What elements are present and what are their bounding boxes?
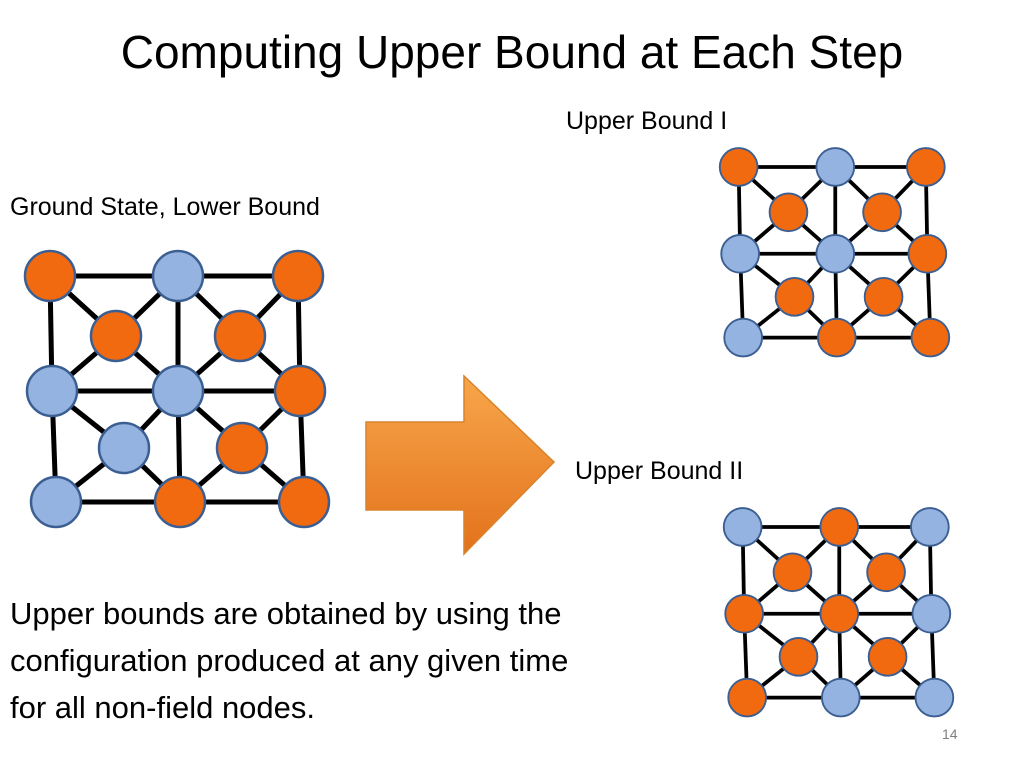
outer-node-orange bbox=[816, 317, 857, 358]
outer-node-orange bbox=[906, 147, 946, 187]
inner-node-orange bbox=[866, 552, 906, 593]
outer-node-orange bbox=[724, 593, 764, 634]
outer-node-blue bbox=[151, 364, 205, 418]
outer-node-orange bbox=[277, 475, 331, 529]
inner-node-orange bbox=[213, 309, 267, 363]
inner-node-orange bbox=[778, 637, 819, 677]
page-number: 14 bbox=[942, 726, 958, 742]
slide-title: Computing Upper Bound at Each Step bbox=[120, 26, 904, 78]
outer-node-orange bbox=[153, 475, 207, 529]
upper-bound-1-lattice bbox=[718, 147, 951, 358]
outer-node-blue bbox=[722, 507, 763, 547]
outer-node-blue bbox=[911, 593, 952, 634]
inner-node-orange bbox=[863, 277, 904, 317]
outer-node-blue bbox=[720, 233, 760, 274]
outer-node-blue bbox=[914, 677, 955, 718]
outer-node-orange bbox=[819, 593, 860, 634]
outer-node-orange bbox=[910, 317, 951, 358]
upper-bound-2-lattice bbox=[722, 507, 955, 718]
outer-node-blue bbox=[151, 249, 205, 303]
inner-node-orange bbox=[774, 277, 815, 317]
body-text: Upper bounds are obtained by using the c… bbox=[10, 596, 569, 725]
outer-node-orange bbox=[907, 233, 948, 274]
upper-bound-1-label: Upper Bound I bbox=[566, 107, 728, 135]
upper-bound-2-label: Upper Bound II bbox=[575, 457, 744, 485]
outer-node-blue bbox=[29, 475, 83, 529]
outer-node-orange bbox=[718, 147, 759, 187]
ground-state-lattice bbox=[23, 249, 331, 529]
inner-node-blue bbox=[97, 421, 151, 475]
inner-node-orange bbox=[768, 192, 809, 233]
outer-node-blue bbox=[25, 364, 79, 418]
outer-node-orange bbox=[727, 677, 767, 718]
outer-node-blue bbox=[910, 507, 950, 547]
inner-node-orange bbox=[772, 552, 813, 593]
outer-node-blue bbox=[820, 677, 861, 718]
outer-node-orange bbox=[819, 507, 860, 547]
outer-node-blue bbox=[815, 233, 856, 274]
outer-node-orange bbox=[23, 249, 77, 303]
inner-node-orange bbox=[862, 192, 902, 233]
ground-state-label: Ground State, Lower Bound bbox=[10, 193, 320, 221]
outer-node-blue bbox=[815, 147, 856, 187]
outer-node-orange bbox=[273, 364, 327, 418]
outer-node-orange bbox=[271, 249, 325, 303]
inner-node-orange bbox=[215, 421, 269, 475]
outer-node-blue bbox=[723, 317, 763, 358]
inner-node-orange bbox=[89, 309, 143, 363]
right-arrow-icon bbox=[365, 374, 556, 556]
inner-node-orange bbox=[867, 637, 908, 677]
arrow-shape bbox=[365, 374, 556, 556]
